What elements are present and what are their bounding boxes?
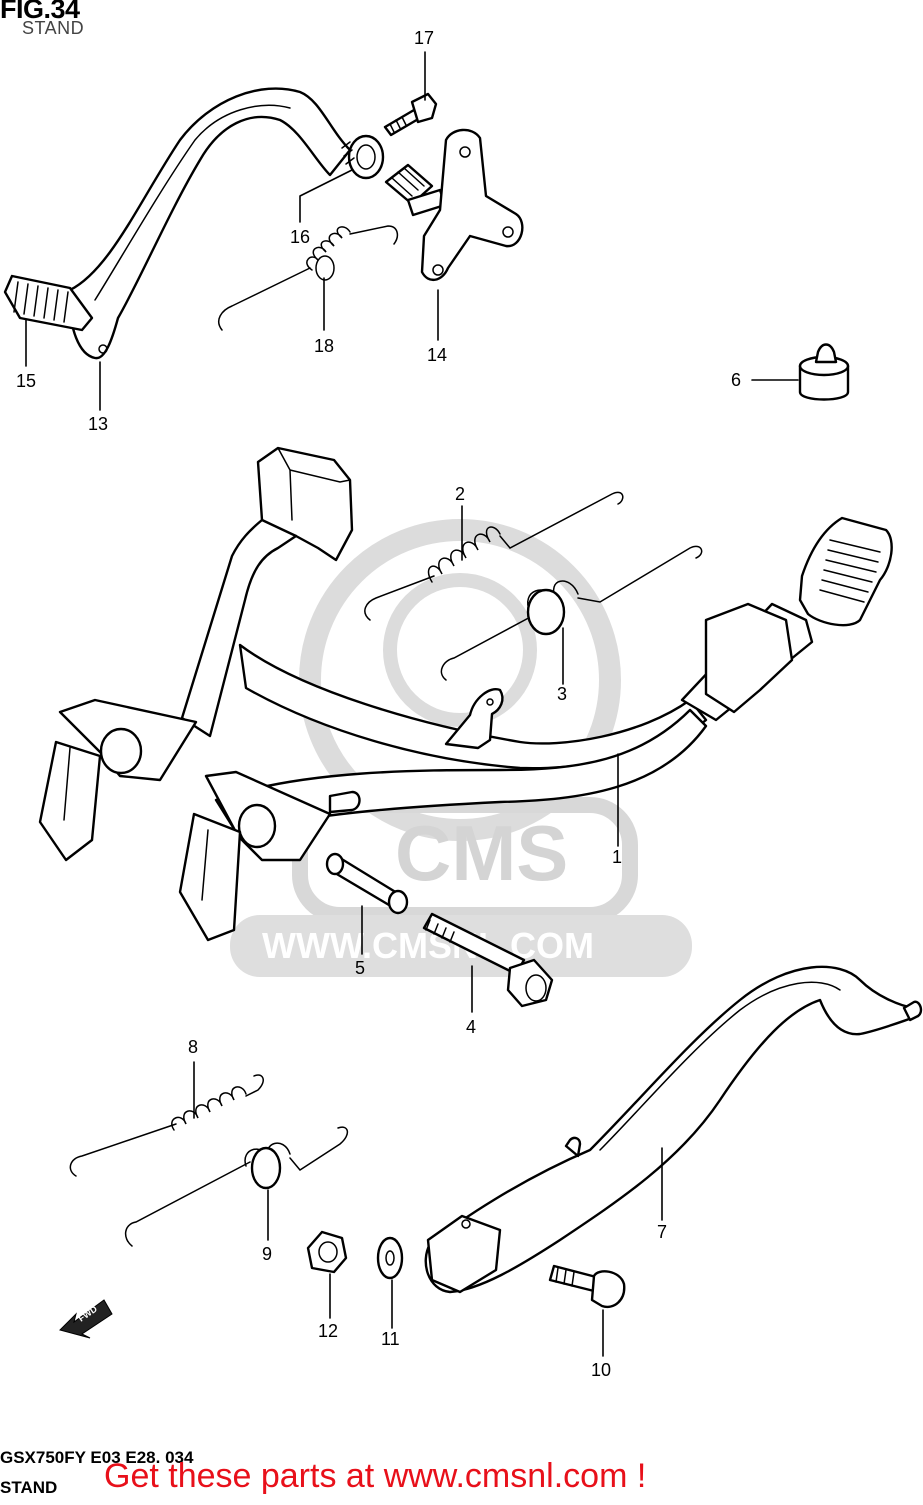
bushing-part-16 xyxy=(341,134,385,180)
watermark-url: WWW.CMSNL.COM xyxy=(262,925,594,966)
callout-11: 11 xyxy=(381,1329,400,1349)
callout-13: 13 xyxy=(88,414,108,434)
section-label: STAND xyxy=(0,1478,58,1497)
side-stand-part-7 xyxy=(424,965,923,1294)
forward-direction-arrow: FWD xyxy=(59,1299,113,1339)
watermark: CMS WWW.CMSNL.COM xyxy=(230,519,692,977)
callout-2: 2 xyxy=(455,484,465,504)
spring-part-8 xyxy=(69,1074,264,1177)
leader-lines xyxy=(25,51,799,1357)
nut-part-12 xyxy=(306,1230,348,1274)
callout-9: 9 xyxy=(262,1244,272,1264)
bolt-part-17 xyxy=(383,92,438,137)
collar-part-5 xyxy=(325,852,409,915)
shop-banner-link[interactable]: Get these parts at www.cmsnl.com ! xyxy=(104,1457,647,1495)
callout-12: 12 xyxy=(318,1321,338,1341)
callout-15: 15 xyxy=(16,371,36,391)
figure-subtitle: STAND xyxy=(22,18,85,38)
arm-plate-part-14 xyxy=(384,128,524,281)
brake-pedal-part-13 xyxy=(68,87,352,360)
callout-3: 3 xyxy=(557,684,567,704)
callout-8: 8 xyxy=(188,1037,198,1057)
bolt-part-4 xyxy=(422,912,554,1008)
callout-17: 17 xyxy=(414,28,434,48)
spring-part-2 xyxy=(364,491,624,621)
callout-18: 18 xyxy=(314,336,334,356)
spring-part-18 xyxy=(218,225,399,331)
model-code: GSX750FY E03 E28. 034 xyxy=(0,1448,194,1467)
callout-1: 1 xyxy=(612,847,622,867)
callout-numbers: 17 16 18 14 15 13 6 2 3 1 5 4 8 9 7 12 1… xyxy=(16,28,741,1380)
callout-14: 14 xyxy=(427,345,447,365)
pivot-bolt-part-10 xyxy=(548,1264,626,1309)
callout-5: 5 xyxy=(355,958,365,978)
callout-6: 6 xyxy=(731,370,741,390)
figure-title: FIG.34 xyxy=(0,0,80,24)
callout-16: 16 xyxy=(290,227,310,247)
callout-10: 10 xyxy=(591,1360,611,1380)
stopper-part-6 xyxy=(798,343,850,401)
spring-part-9 xyxy=(124,1126,349,1247)
center-stand-part-1 xyxy=(38,446,893,942)
callout-4: 4 xyxy=(466,1017,476,1037)
washer-part-11 xyxy=(376,1236,404,1280)
callout-7: 7 xyxy=(657,1222,667,1242)
spring-part-3 xyxy=(440,545,703,681)
watermark-brand: CMS xyxy=(395,809,568,897)
pedal-rubber-part-15 xyxy=(3,274,94,332)
